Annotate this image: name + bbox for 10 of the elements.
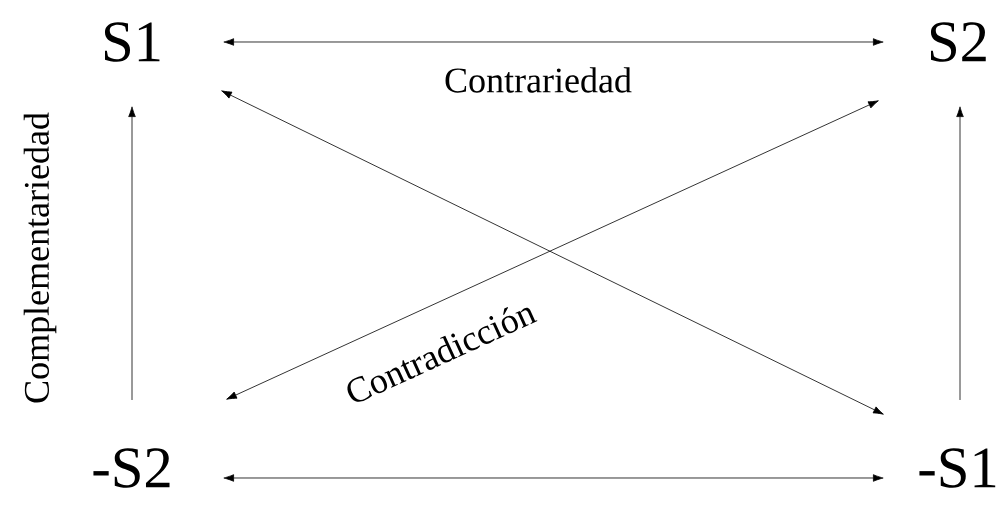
arrow	[223, 38, 884, 46]
edge-label: Complementariedad	[22, 110, 58, 406]
term-label: S2	[930, 22, 986, 62]
arrow	[128, 106, 136, 401]
term-label: S1	[104, 22, 160, 62]
edge-label: Contrariedad	[442, 66, 634, 94]
term-label: -S1	[919, 448, 996, 488]
term-label: -S2	[93, 448, 170, 488]
arrow	[223, 474, 884, 482]
arrow	[956, 106, 964, 401]
